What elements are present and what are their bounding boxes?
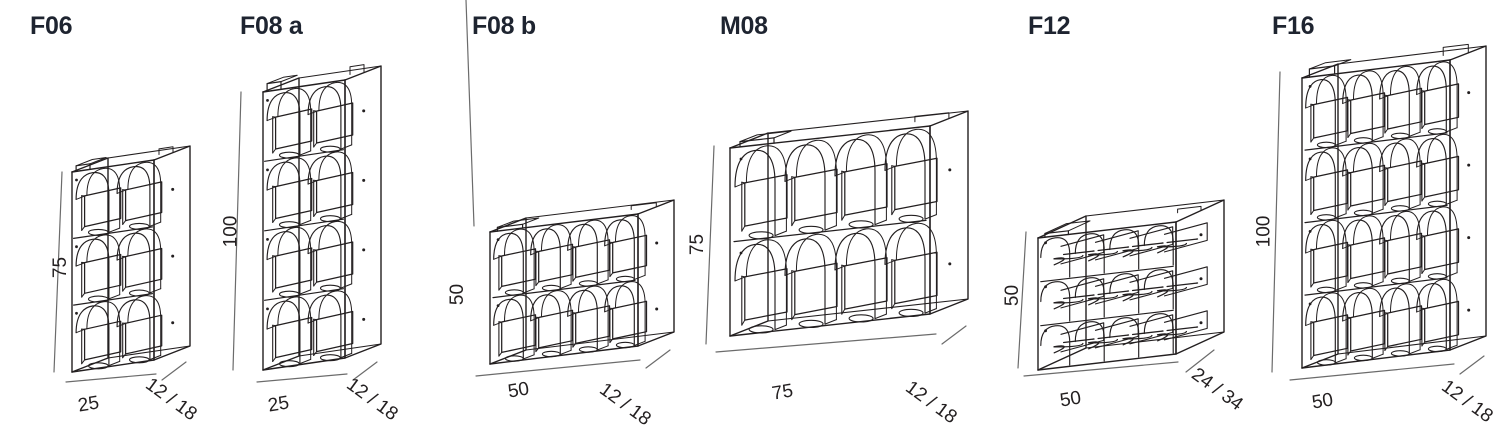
model-title-f08b: F08 b	[472, 12, 536, 40]
height-dimension-f06: 75	[50, 256, 72, 279]
model-m08: M08 75 75 12 / 18	[687, 0, 980, 438]
width-dimension-f08a: 25	[266, 392, 291, 417]
width-dimension-f16: 50	[1310, 389, 1335, 414]
model-title-f06: F06	[30, 12, 73, 40]
drawing-f08b	[450, 0, 680, 438]
model-f12: F12 50 50 24 / 34	[1000, 0, 1250, 438]
width-dimension-f06: 25	[76, 392, 101, 417]
height-dimension-f12: 50	[1002, 284, 1024, 307]
model-f06: F06 75 25 12 / 18	[30, 0, 230, 438]
width-dimension-f12: 50	[1058, 387, 1083, 412]
height-dimension-f08a: 100	[220, 215, 242, 248]
model-title-m08: M08	[720, 12, 768, 40]
height-dimension-f08b: 50	[447, 283, 469, 306]
model-f16: F16 100 50 12 / 18	[1250, 0, 1504, 438]
drawing-f12	[1000, 0, 1250, 438]
drawing-m08	[690, 0, 980, 438]
width-dimension-f08b: 50	[506, 378, 531, 403]
model-title-f12: F12	[1028, 12, 1071, 40]
drawing-f06	[30, 0, 230, 438]
model-f08a: F08 a 100 25 12 / 18	[205, 0, 435, 438]
height-dimension-f16: 100	[1253, 215, 1275, 248]
height-dimension-m08: 75	[687, 233, 709, 256]
width-dimension-m08: 75	[770, 380, 795, 405]
model-title-f16: F16	[1272, 12, 1315, 40]
model-f08b: F08 b 50 50 12 / 18	[447, 0, 680, 438]
drawing-f08a	[205, 0, 435, 438]
model-title-f08a: F08 a	[240, 12, 303, 40]
drawing-f16	[1250, 0, 1504, 438]
